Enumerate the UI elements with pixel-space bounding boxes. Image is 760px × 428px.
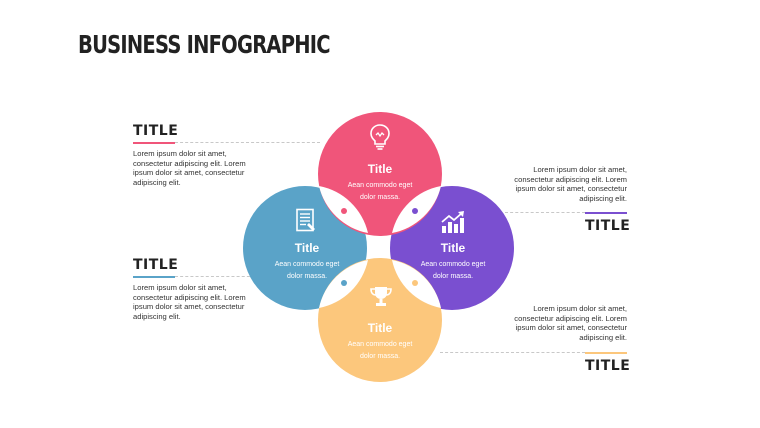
document-icon bbox=[296, 208, 315, 232]
left-top-connector bbox=[175, 142, 320, 143]
right-top-text: Lorem ipsum dolor sit amet,consectetur a… bbox=[514, 165, 627, 203]
left-petal-title: Title bbox=[294, 241, 320, 255]
top-dot bbox=[341, 208, 347, 214]
left-top-accent bbox=[133, 142, 175, 144]
left-top-title: TITLE bbox=[133, 123, 179, 139]
right-bottom-text: Lorem ipsum dolor sit amet,consectetur a… bbox=[514, 304, 627, 342]
right-petal-title: Title bbox=[440, 241, 466, 255]
bottom-petal-title: Title bbox=[367, 321, 393, 335]
trophy-icon bbox=[370, 287, 392, 306]
bottom-dot bbox=[412, 280, 418, 286]
right-dot bbox=[412, 208, 418, 214]
right-top-connector bbox=[505, 212, 585, 213]
left-bottom-accent bbox=[133, 276, 175, 278]
right-top-title: TITLE bbox=[585, 218, 631, 234]
right-top-accent bbox=[585, 212, 627, 214]
left-bottom-text: Lorem ipsum dolor sit amet,consectetur a… bbox=[133, 283, 246, 321]
chart-icon bbox=[441, 211, 464, 233]
left-bottom-title: TITLE bbox=[133, 257, 179, 273]
top-petal-title: Title bbox=[367, 162, 393, 176]
right-bottom-connector bbox=[440, 352, 585, 353]
left-bottom-connector bbox=[175, 276, 255, 277]
right-bottom-title: TITLE bbox=[585, 358, 631, 374]
lightbulb-icon bbox=[370, 124, 390, 150]
left-dot bbox=[341, 280, 347, 286]
left-top-text: Lorem ipsum dolor sit amet,consectetur a… bbox=[133, 149, 246, 187]
page-title: BUSINESS INFOGRAPHIC bbox=[78, 30, 331, 59]
right-bottom-accent bbox=[585, 352, 627, 354]
